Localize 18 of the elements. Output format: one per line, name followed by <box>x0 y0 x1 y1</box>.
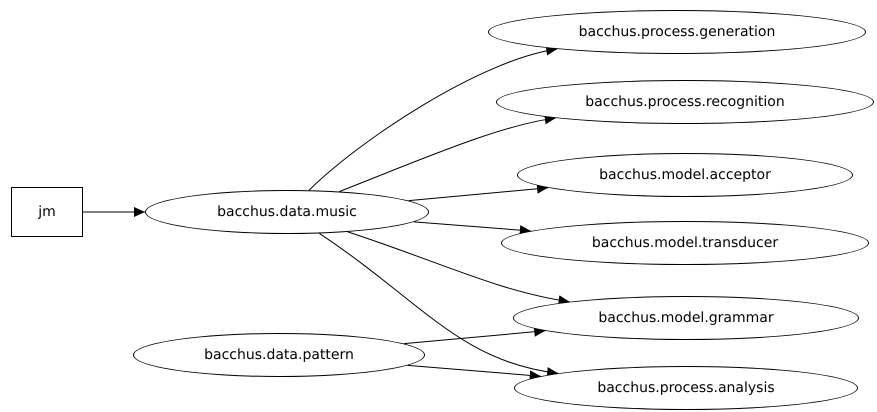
module-name: bacchus.process.generation <box>578 22 776 42</box>
module-name: bacchus.data.pattern <box>204 346 354 364</box>
module-name: bacchus.data.music <box>217 202 357 222</box>
arrow <box>82 207 146 217</box>
arrow <box>408 184 548 202</box>
module-name: bacchus.model.grammar <box>598 308 774 328</box>
module-name: jm <box>38 202 56 222</box>
arrow <box>404 326 546 344</box>
module-box <box>11 187 83 237</box>
arrow <box>347 231 570 305</box>
arrow <box>413 221 532 236</box>
arrow <box>407 364 542 380</box>
arrow <box>318 232 559 376</box>
module-name: bacchus.model.transducer <box>592 234 778 252</box>
module-name: bacchus.process.analysis <box>597 378 775 398</box>
module-name: bacchus.process.recognition <box>585 92 785 112</box>
module-name: bacchus.model.acceptor <box>599 166 771 184</box>
arrow <box>308 46 558 191</box>
